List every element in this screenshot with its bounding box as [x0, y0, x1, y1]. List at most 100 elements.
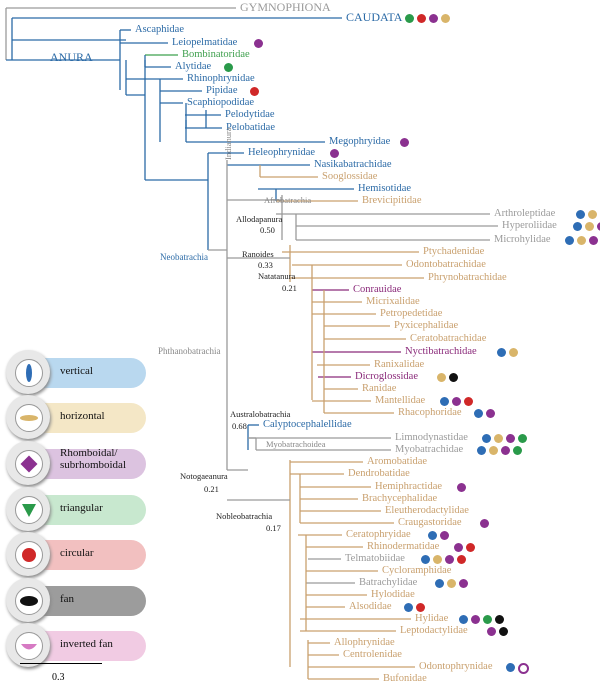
clade-indianura: Indianura — [223, 127, 233, 160]
taxon-label: Ranidae — [362, 383, 397, 394]
taxon-label: Microhylidae — [494, 234, 551, 245]
legend-badge — [6, 532, 50, 576]
state-dot-purple — [456, 483, 466, 492]
state-dot-black — [448, 373, 458, 382]
taxon-label: Hyperoliidae — [502, 220, 557, 231]
taxon-label: Hemiphractidae — [375, 481, 443, 492]
taxon-label: Odontobatrachidae — [406, 259, 486, 270]
state-dot-yellow — [509, 348, 519, 357]
clade-anura: ANURA — [50, 50, 93, 64]
taxon-label: Batrachylidae — [359, 577, 418, 588]
legend-label: circular — [60, 547, 94, 559]
clade-phthanobatrachia: Phthanobatrachia — [158, 346, 221, 356]
state-dot-red — [457, 555, 467, 564]
state-dot-yellow — [587, 210, 597, 219]
clade-natatanura-value: 0.21 — [282, 283, 297, 293]
clade-nobleobatrachia: Nobleobatrachia — [216, 511, 273, 521]
state-dot-purple — [479, 519, 489, 528]
state-dot-blue — [458, 615, 468, 624]
clade-australobatrachia: Australobatrachia — [230, 409, 291, 419]
clade-ranoides-value: 0.33 — [258, 260, 273, 270]
taxon-label: Brachycephalidae — [362, 493, 438, 504]
taxon-label: Nyctibatrachidae — [405, 346, 477, 357]
taxon-label: Alsodidae — [349, 601, 392, 612]
state-dot-green — [482, 615, 492, 624]
clade-neobatrachia: Neobatrachia — [160, 252, 208, 262]
taxon-label: Odontophrynidae — [419, 661, 493, 672]
state-dot-purple — [459, 579, 469, 588]
taxon-label: Pelodytidae — [225, 109, 275, 120]
clade-natatanura: Natatanura — [258, 271, 296, 281]
clade-notogaeanura-value: 0.21 — [204, 484, 219, 494]
taxon-label: Bufonidae — [383, 673, 427, 684]
taxon-label: Pipidae — [206, 85, 238, 96]
state-dot-blue — [497, 348, 507, 357]
state-dot-black — [499, 627, 508, 636]
state-dot-purple — [253, 39, 263, 48]
state-dot-yellow — [436, 373, 446, 382]
taxon-label: Sooglossidae — [322, 171, 378, 182]
state-dot-yellow — [576, 236, 586, 245]
state-dot-yellow — [584, 222, 594, 231]
scale-bar — [20, 663, 102, 664]
taxon-label: Limnodynastidae — [395, 432, 468, 443]
taxon-label: Hylidae — [415, 613, 449, 624]
state-dot-green — [518, 434, 527, 443]
circular-icon — [15, 541, 43, 569]
taxon-label: Hylodidae — [371, 589, 415, 600]
scale-label: 0.3 — [52, 672, 65, 683]
taxon-label: Calyptocephalellidae — [263, 419, 352, 430]
legend-badge — [6, 395, 50, 439]
rhomboidal-icon — [15, 450, 43, 478]
taxon-label: Rhinodermatidae — [367, 541, 440, 552]
state-dot-black — [494, 615, 504, 624]
legend-item: fan — [6, 578, 146, 624]
taxon-label: Ceratobatrachidae — [410, 333, 487, 344]
state-dot-green — [224, 63, 234, 72]
legend-label: vertical — [60, 365, 93, 377]
taxon-label: GYMNOPHIONA — [240, 0, 331, 14]
taxon-label: Myobatrachidae — [395, 444, 464, 455]
taxon-label: Alytidae — [175, 61, 212, 72]
fan-icon — [518, 663, 529, 674]
state-dot-purple — [439, 531, 449, 540]
taxon-label: Cycloramphidae — [382, 565, 452, 576]
taxon-label: Heleophrynidae — [248, 147, 316, 158]
state-dot-purple — [429, 14, 439, 23]
clade-ranoides: Ranoides — [242, 249, 274, 259]
state-dot-purple — [470, 615, 480, 624]
taxon-label: Leiopelmatidae — [172, 37, 238, 48]
state-dot-purple — [588, 236, 598, 245]
state-dot-blue — [506, 663, 515, 672]
state-dot-red — [466, 543, 475, 552]
taxon-label: Rhacophoridae — [398, 407, 462, 418]
state-dot-blue — [482, 434, 491, 443]
taxon-label: Leptodactylidae — [400, 625, 468, 636]
taxon-label: Micrixalidae — [366, 296, 420, 307]
state-dot-purple — [596, 222, 600, 231]
state-dot-blue — [572, 222, 582, 231]
state-dot-green — [405, 14, 415, 23]
state-dot-blue — [440, 397, 450, 406]
clade-allodapanura: Allodapanura — [236, 214, 283, 224]
taxon-label: Aromobatidae — [367, 456, 428, 467]
fan-icon — [15, 587, 43, 615]
taxon-label: Phrynobatrachidae — [428, 272, 507, 283]
vertical-icon — [15, 359, 43, 387]
taxon-label: Dicroglossidae — [355, 371, 418, 382]
state-dot-purple — [445, 555, 455, 564]
state-dot-purple — [399, 138, 409, 147]
legend-label: horizontal — [60, 410, 105, 422]
clade-allodapanura-value: 0.50 — [260, 225, 275, 235]
legend-badge — [6, 487, 50, 531]
state-dot-purple — [506, 434, 515, 443]
state-dot-purple — [486, 409, 496, 418]
legend-label: fan — [60, 593, 75, 605]
legend-item: circular — [6, 532, 146, 578]
legend-badge — [6, 350, 50, 394]
state-dot-yellow — [447, 579, 457, 588]
state-dot-blue — [474, 409, 484, 418]
state-dot-blue — [564, 236, 574, 245]
taxon-label: Centrolenidae — [343, 649, 402, 660]
taxon-label: Brevicipitidae — [362, 195, 422, 206]
